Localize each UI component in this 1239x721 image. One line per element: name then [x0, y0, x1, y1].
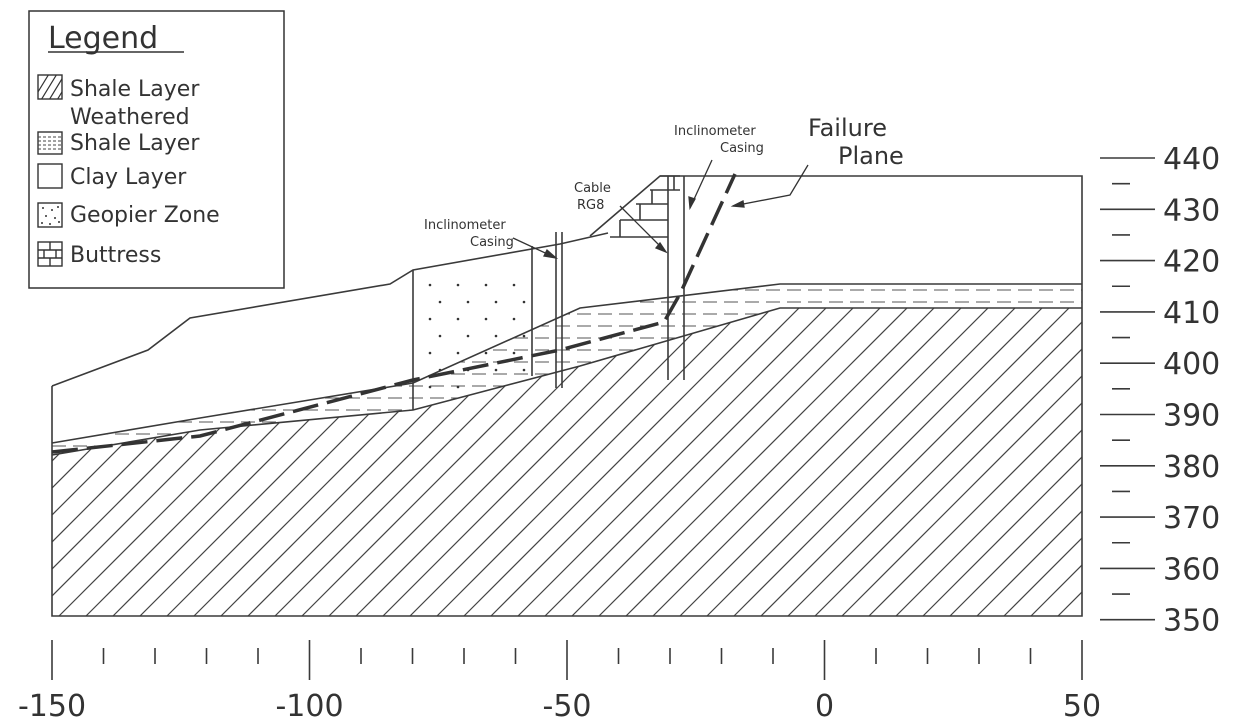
y-tick-label: 400: [1163, 347, 1220, 382]
svg-text:Casing: Casing: [720, 141, 764, 156]
y-tick-label: 440: [1163, 142, 1220, 177]
legend-swatch-weathered: [37, 131, 63, 155]
y-tick-label: 380: [1163, 450, 1220, 485]
legend-swatch-buttress: [37, 241, 63, 267]
distance-scale: -150 -100 -50 0 50: [18, 640, 1101, 721]
y-tick-label: 350: [1163, 604, 1220, 639]
inclinometer-casing-right: [667, 176, 685, 380]
y-tick-label: 410: [1163, 296, 1220, 331]
legend-label-weathered-1: Weathered: [70, 105, 190, 130]
legend-title: Legend: [48, 21, 158, 56]
failure-plane: [51, 173, 737, 454]
buttress: [589, 175, 680, 238]
y-tick-label: 360: [1163, 552, 1220, 587]
svg-text:Failure: Failure: [808, 114, 887, 142]
legend-swatch-geopier: [37, 202, 63, 228]
x-tick-label: -100: [275, 689, 343, 721]
svg-text:Plane: Plane: [838, 142, 904, 170]
ground-profile: [51, 175, 1083, 617]
annotation-failure-plane: Failure Plane: [808, 114, 904, 170]
elevation-scale: 440 430 420 410 400 390 380 370 360 350: [1100, 142, 1220, 639]
x-tick-label: 0: [815, 689, 834, 721]
y-tick-label: 420: [1163, 245, 1220, 280]
legend-label-buttress: Buttress: [70, 243, 161, 268]
legend-label-shale: Shale Layer: [70, 77, 200, 102]
y-tick-label: 390: [1163, 399, 1220, 434]
legend-label-clay: Clay Layer: [70, 165, 187, 190]
legend-swatch-shale: [37, 74, 63, 100]
svg-text:Inclinometer: Inclinometer: [424, 218, 506, 233]
legend-swatch-clay: [37, 163, 63, 189]
x-tick-label: 50: [1063, 689, 1101, 721]
svg-text:Inclinometer: Inclinometer: [674, 124, 756, 139]
legend-label-weathered-2: Shale Layer: [70, 131, 200, 156]
legend: Legend Shale Layer Weathered Shale La: [28, 10, 285, 289]
svg-text:Cable: Cable: [574, 181, 611, 196]
x-tick-label: -150: [18, 689, 86, 721]
inclinometer-casing-left: [555, 232, 563, 388]
legend-label-geopier: Geopier Zone: [70, 203, 220, 228]
svg-text:RG8: RG8: [577, 198, 604, 213]
leader-lines: [512, 159, 809, 260]
annotation-inclinometer-left: Inclinometer Casing: [424, 218, 514, 250]
annotation-cable: Cable RG8: [574, 181, 611, 213]
annotation-inclinometer-right: Inclinometer Casing: [674, 124, 764, 156]
y-tick-label: 370: [1163, 501, 1220, 536]
x-tick-label: -50: [543, 689, 592, 721]
y-tick-label: 430: [1163, 193, 1220, 228]
geopier-zone: [412, 246, 533, 410]
svg-text:Casing: Casing: [470, 235, 514, 250]
